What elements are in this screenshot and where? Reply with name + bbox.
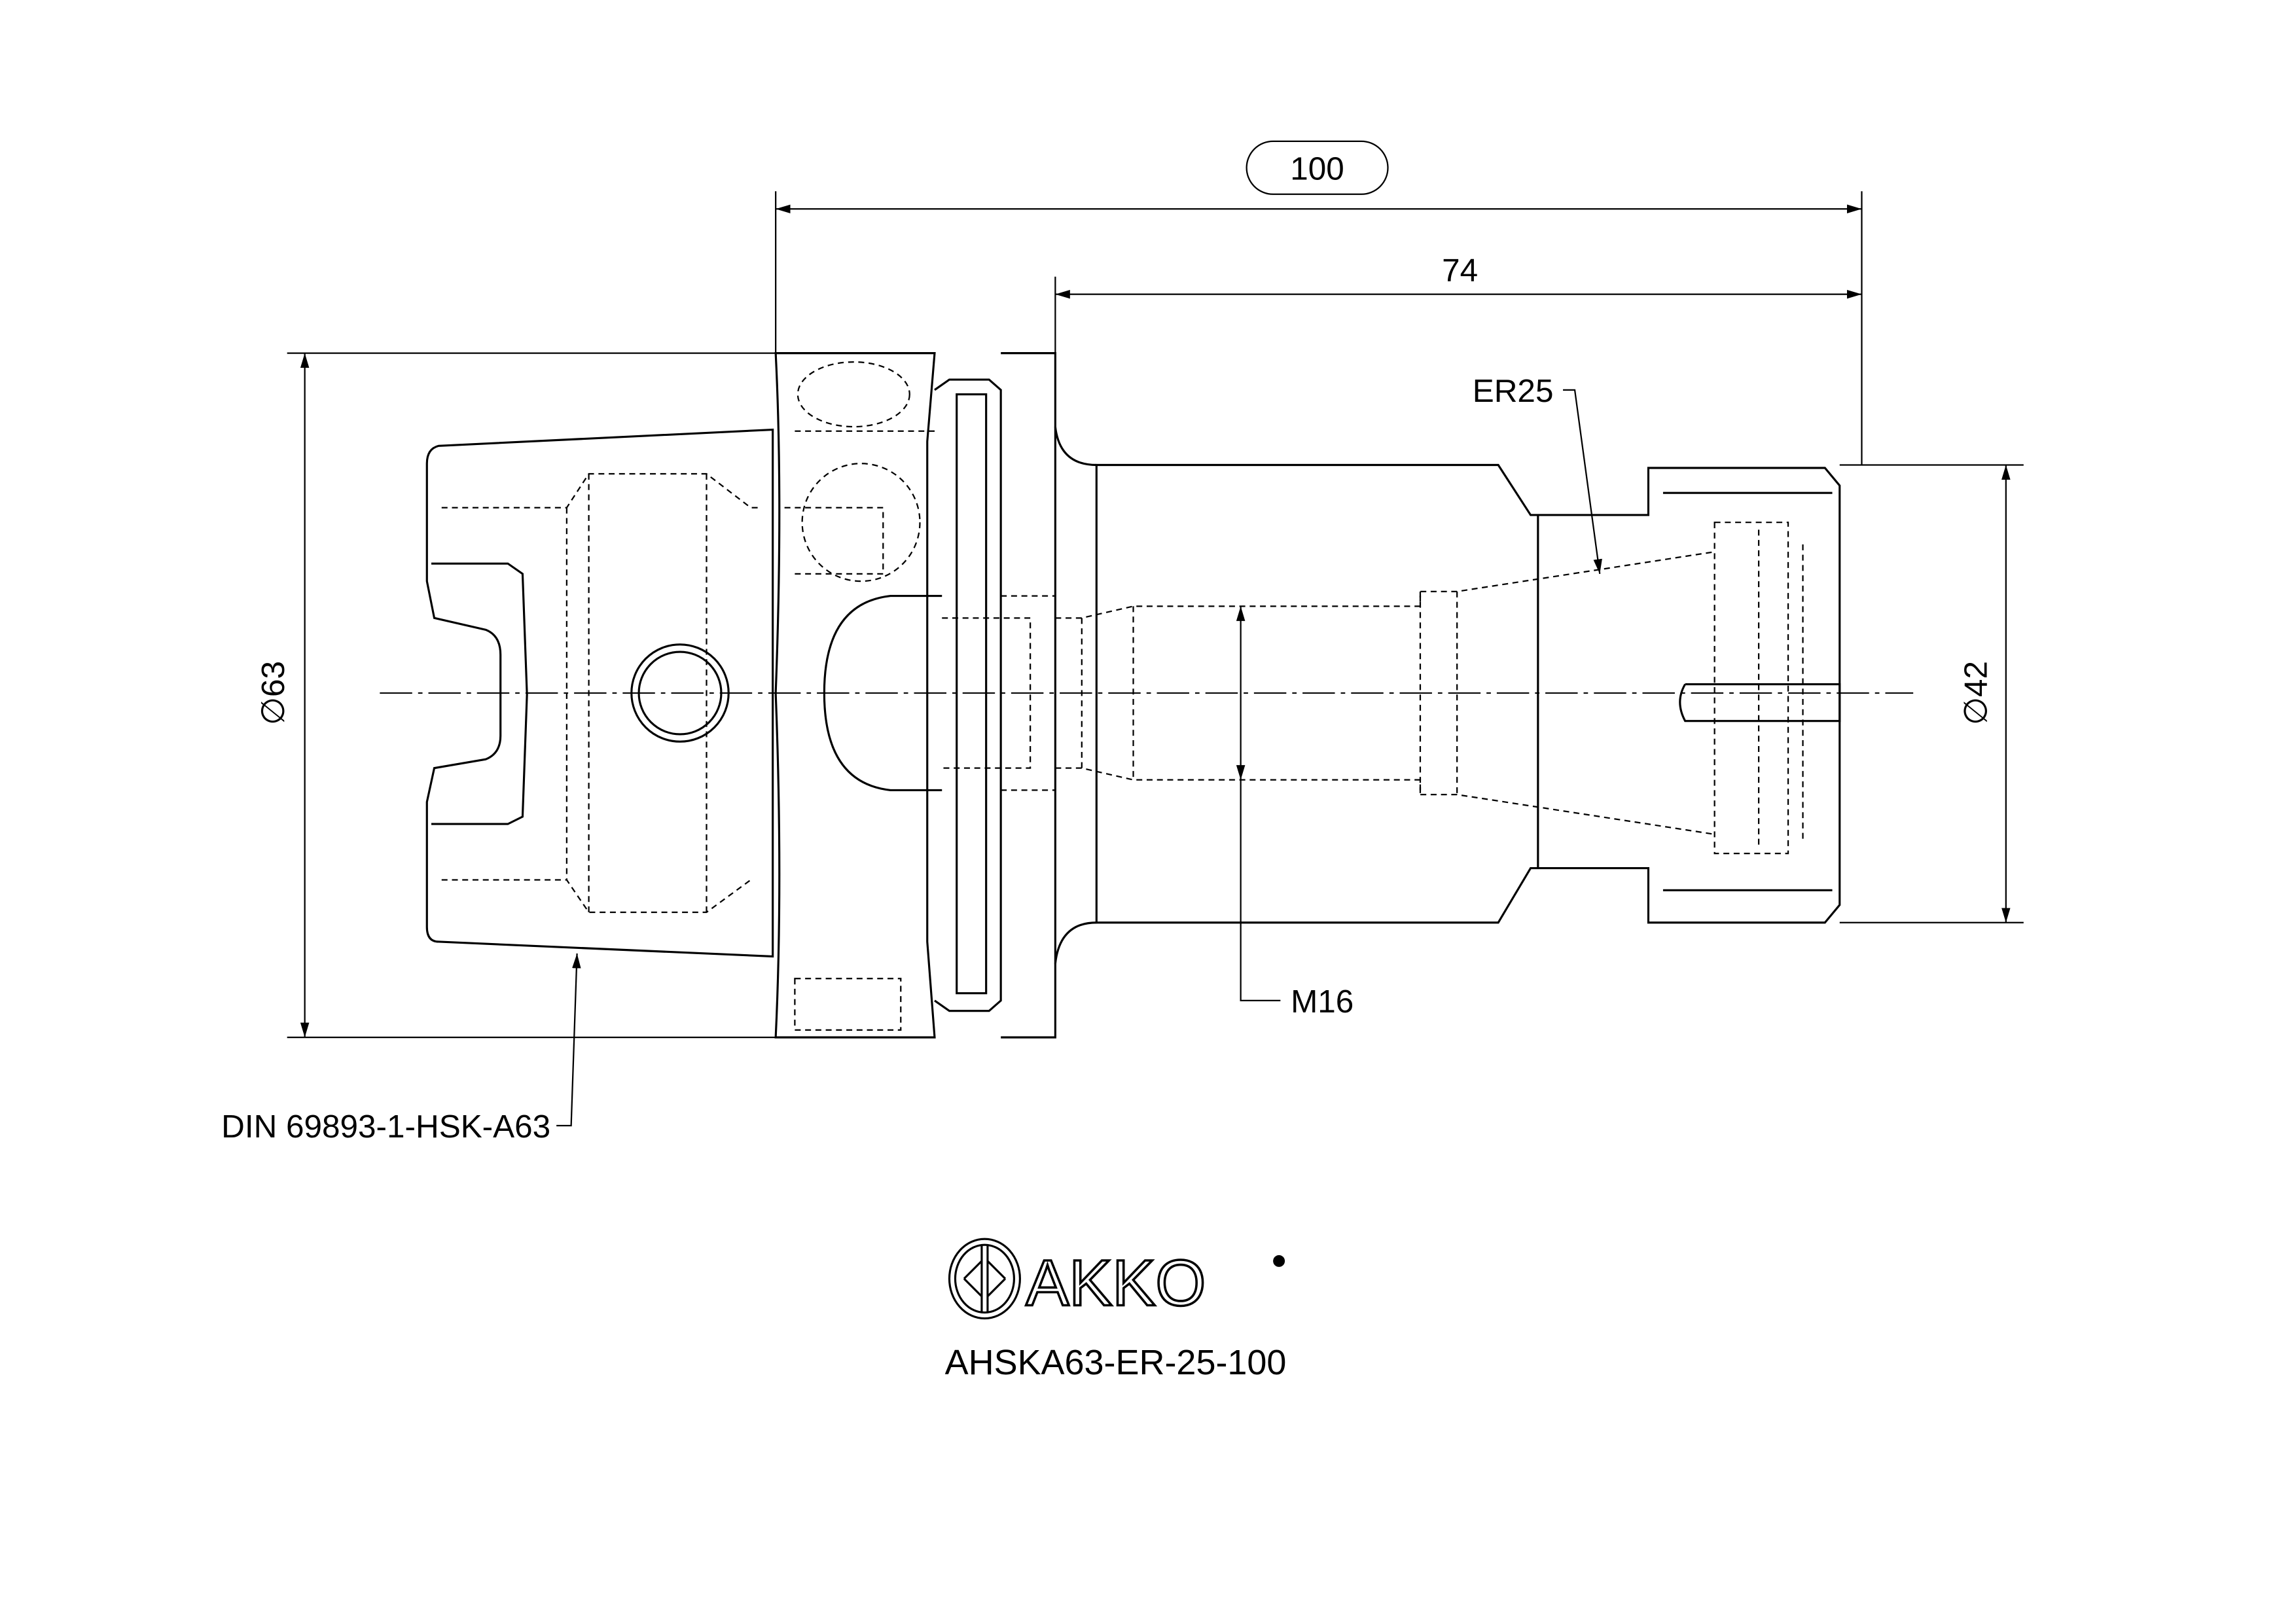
part-number: AHSKA63-ER-25-100: [945, 1343, 1287, 1382]
nut-diameter-label: ∅42: [1958, 661, 1994, 725]
gauge-length-label: 74: [1442, 252, 1478, 288]
body: [1055, 463, 1841, 924]
shank-diameter-label: ∅63: [255, 661, 291, 725]
hsk-shank: [425, 428, 774, 958]
overall-length-label: 100: [1290, 151, 1344, 187]
akko-logo: AKKO: [948, 1238, 1285, 1320]
thread-label: M16: [1291, 984, 1354, 1020]
collet-label: ER25: [1473, 373, 1554, 409]
registered-mark-icon: [1273, 1255, 1285, 1267]
logo-text: AKKO: [1026, 1246, 1206, 1319]
overall-length-box: [1246, 140, 1389, 195]
standard-label: DIN 69893-1-HSK-A63: [221, 1109, 550, 1145]
flange: [774, 352, 1097, 1039]
